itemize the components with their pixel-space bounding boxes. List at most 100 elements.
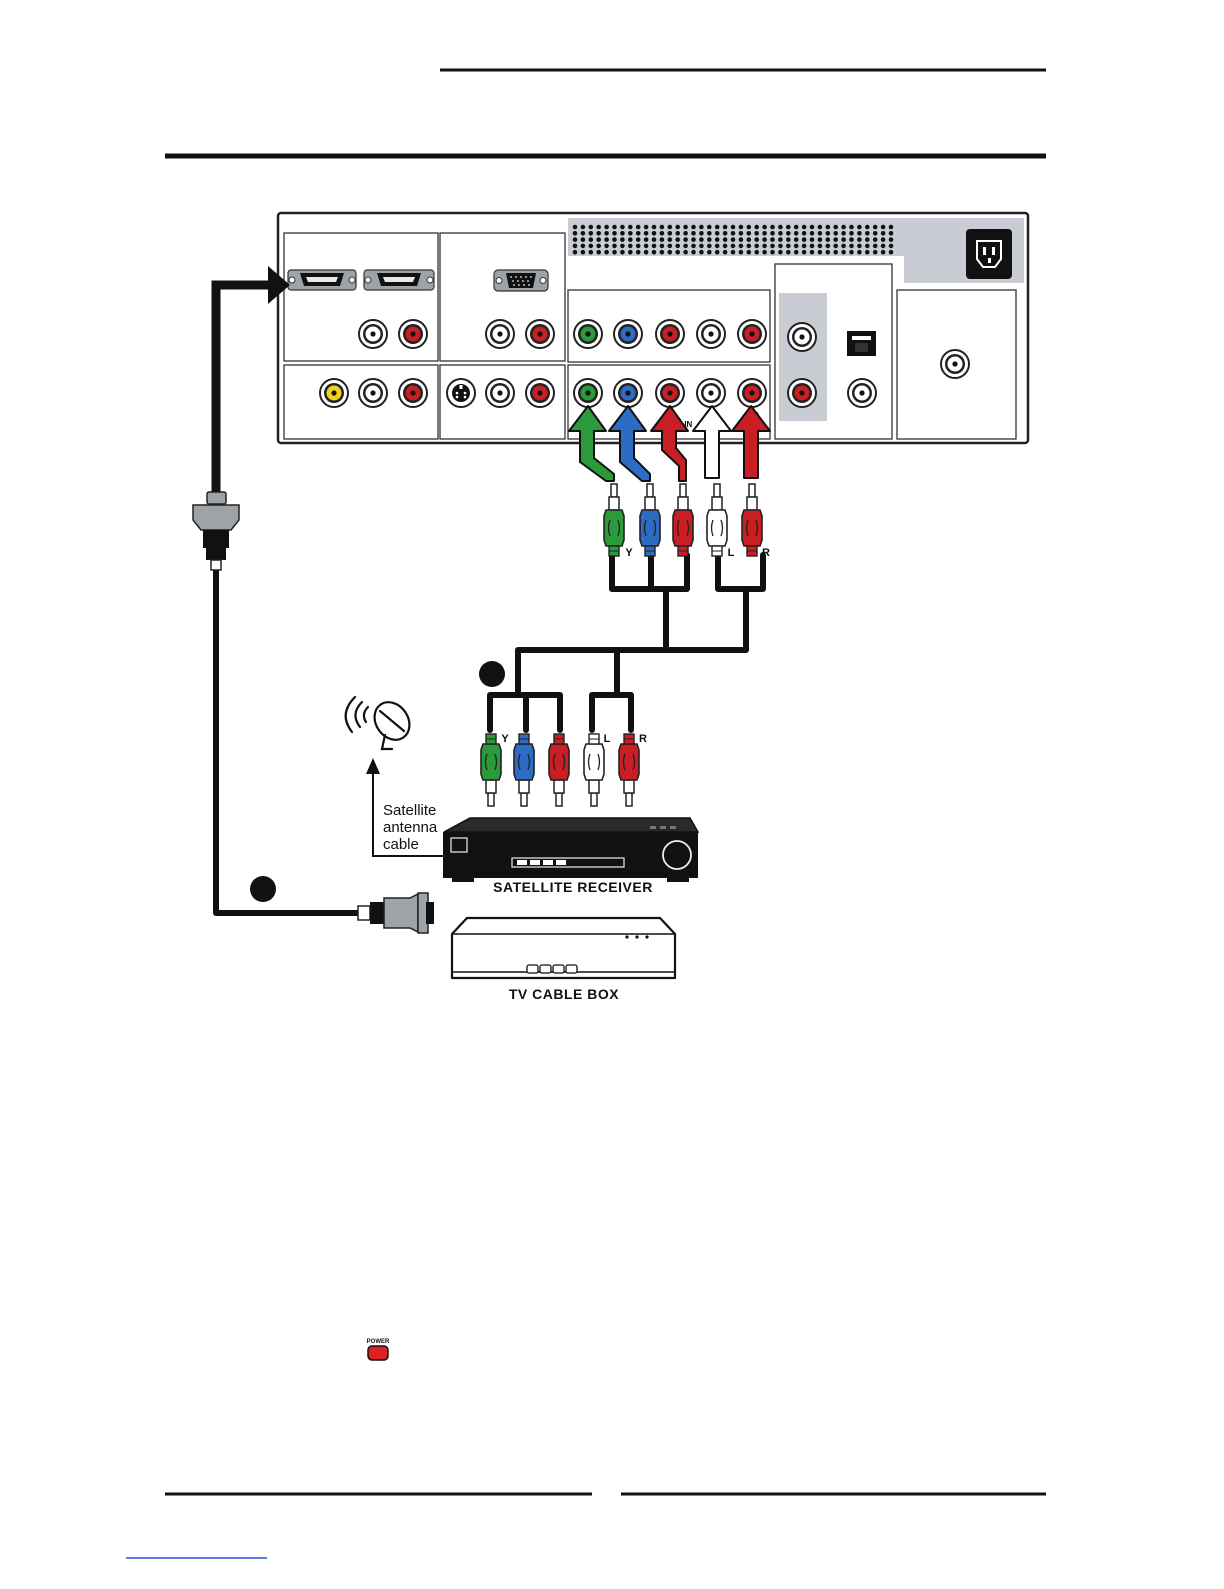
vent-hole xyxy=(857,231,862,236)
satellite-antenna-label: Satellite antenna cable xyxy=(383,802,438,853)
antenna-input-jack xyxy=(941,350,969,378)
vent-hole xyxy=(747,250,752,255)
vent-hole xyxy=(668,250,673,255)
vent-hole xyxy=(818,231,823,236)
vent-hole xyxy=(731,237,736,242)
hdmi-audio-r-jack xyxy=(399,320,427,348)
plug-label-y-lower: Y xyxy=(501,733,509,745)
vent-hole xyxy=(881,231,886,236)
vent-hole xyxy=(636,237,641,242)
vent-hole xyxy=(778,237,783,242)
component-1-pb-jack xyxy=(614,320,642,348)
vent-hole xyxy=(873,231,878,236)
vent-hole xyxy=(786,237,791,242)
plug-label-r-upper: R xyxy=(762,547,770,559)
vent-hole xyxy=(889,225,894,230)
vent-hole xyxy=(770,225,775,230)
hdmi-audio-l-jack xyxy=(359,320,387,348)
coax-out-jack xyxy=(848,379,876,407)
vent-hole xyxy=(865,237,870,242)
vent-hole xyxy=(636,231,641,236)
vent-hole xyxy=(581,250,586,255)
vent-hole xyxy=(668,231,673,236)
vent-hole xyxy=(770,231,775,236)
vent-hole xyxy=(794,225,799,230)
vent-hole xyxy=(675,231,680,236)
vent-hole xyxy=(573,237,578,242)
plug-label-l-lower: L xyxy=(604,733,611,745)
vent-hole xyxy=(675,250,680,255)
vent-hole xyxy=(596,237,601,242)
vent-hole xyxy=(644,244,649,249)
power-button-key[interactable] xyxy=(368,1346,388,1360)
vent-hole xyxy=(747,225,752,230)
vent-hole xyxy=(818,250,823,255)
vga-audio-r-jack xyxy=(526,320,554,348)
vent-hole xyxy=(715,237,720,242)
svideo-port xyxy=(447,379,475,407)
satellite-antenna-line-1: Satellite xyxy=(383,802,436,819)
vent-hole xyxy=(786,250,791,255)
vent-hole xyxy=(612,237,617,242)
vent-hole xyxy=(668,237,673,242)
antenna-cable-arrow xyxy=(366,758,380,774)
vent-hole xyxy=(810,244,815,249)
vent-hole xyxy=(715,225,720,230)
svideo-audio-l-jack xyxy=(486,379,514,407)
vent-hole xyxy=(841,237,846,242)
vent-hole xyxy=(604,250,609,255)
vent-hole xyxy=(731,231,736,236)
vent-hole xyxy=(644,225,649,230)
vent-hole xyxy=(604,244,609,249)
lower-plug-l xyxy=(584,734,604,806)
vent-hole xyxy=(699,244,704,249)
vent-hole xyxy=(573,225,578,230)
vent-hole xyxy=(628,225,633,230)
vent-hole xyxy=(739,225,744,230)
vent-hole xyxy=(699,250,704,255)
vent-hole xyxy=(620,231,625,236)
vent-hole xyxy=(873,237,878,242)
vent-hole xyxy=(833,237,838,242)
satellite-antenna-line-2: antenna xyxy=(383,819,438,836)
vent-hole xyxy=(786,225,791,230)
vent-hole xyxy=(628,250,633,255)
vent-hole xyxy=(683,250,688,255)
vent-hole xyxy=(770,237,775,242)
vent-hole xyxy=(841,250,846,255)
vent-hole xyxy=(699,231,704,236)
rca-plugs xyxy=(481,484,762,806)
satellite-dish-icon xyxy=(346,695,417,749)
vent-hole xyxy=(841,225,846,230)
power-button[interactable]: POWER xyxy=(367,1339,390,1360)
audio-out-r-jack xyxy=(788,379,816,407)
tv-cable-box: TV CABLE BOX xyxy=(452,918,675,1002)
component-1-pr-jack xyxy=(656,320,684,348)
vent-hole xyxy=(699,225,704,230)
vent-hole xyxy=(762,250,767,255)
vent-hole xyxy=(652,225,657,230)
vent-hole xyxy=(707,250,712,255)
vent-hole xyxy=(818,225,823,230)
vent-hole xyxy=(762,244,767,249)
vent-hole xyxy=(810,225,815,230)
vent-hole xyxy=(636,225,641,230)
vent-hole xyxy=(747,237,752,242)
vent-hole xyxy=(707,237,712,242)
vent-hole xyxy=(683,237,688,242)
vent-hole xyxy=(802,244,807,249)
vent-hole xyxy=(881,237,886,242)
vent-hole xyxy=(691,244,696,249)
vent-hole xyxy=(841,244,846,249)
vent-hole xyxy=(833,250,838,255)
component-2-pr-jack xyxy=(656,379,684,407)
vent-hole xyxy=(857,250,862,255)
vent-hole xyxy=(691,225,696,230)
vent-hole xyxy=(573,250,578,255)
vent-hole xyxy=(691,231,696,236)
vent-hole xyxy=(596,250,601,255)
vent-hole xyxy=(660,250,665,255)
hdmi-adapter-plug xyxy=(193,492,239,570)
vent-hole xyxy=(833,231,838,236)
vent-hole xyxy=(652,250,657,255)
